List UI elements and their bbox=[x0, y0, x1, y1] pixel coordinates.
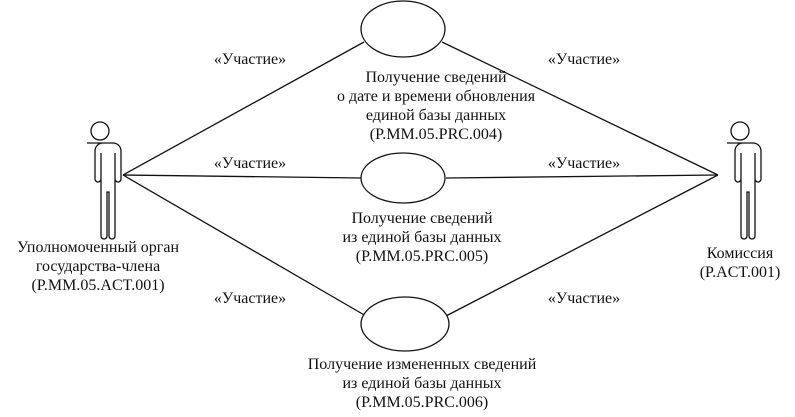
association-label: «Участие» bbox=[213, 290, 287, 307]
use-case-label-004: Получение сведений о дате и времени обно… bbox=[337, 68, 535, 144]
actor-code: (P.ACT.001) bbox=[699, 264, 781, 281]
association-line bbox=[122, 174, 367, 317]
use-case-label-005: Получение сведений из единой базы данных… bbox=[342, 209, 501, 266]
association-line bbox=[122, 41, 365, 176]
use-case-line: Получение сведений bbox=[365, 69, 507, 86]
association-line bbox=[122, 174, 362, 179]
use-case-line: из единой базы данных bbox=[342, 375, 502, 392]
use-case-line: Получение измененных сведений bbox=[307, 356, 537, 373]
actor-code: (P.MM.05.ACT.001) bbox=[31, 277, 165, 294]
use-case-line: единой базы данных bbox=[365, 107, 507, 124]
use-case-ellipse-006[interactable] bbox=[360, 296, 450, 352]
use-case-ellipse-004[interactable] bbox=[360, 0, 446, 58]
use-case-line: из единой базы данных bbox=[342, 229, 502, 246]
actor-name: Уполномоченный орган bbox=[16, 239, 180, 256]
association-line bbox=[441, 41, 719, 176]
use-case-line: Получение сведений bbox=[351, 210, 493, 227]
use-case-ellipse-005[interactable] bbox=[360, 152, 446, 204]
association-label: «Участие» bbox=[213, 51, 287, 68]
use-case-label-006: Получение измененных сведений из единой … bbox=[308, 355, 537, 412]
actor-name: государства-члена bbox=[35, 258, 161, 275]
actor-icon[interactable] bbox=[727, 121, 762, 240]
actor-label-commission: Комиссия (P.ACT.001) bbox=[700, 244, 781, 282]
use-case-line: о дате и времени обновления bbox=[336, 88, 536, 105]
use-case-line: (P.MM.05.PRC.005) bbox=[355, 248, 489, 265]
use-case-line: (P.MM.05.PRC.004) bbox=[369, 126, 503, 143]
use-case-line: (P.MM.05.PRC.006) bbox=[355, 394, 489, 411]
association-label: «Участие» bbox=[547, 51, 621, 68]
actor-icon[interactable] bbox=[87, 121, 122, 240]
association-label: «Участие» bbox=[547, 155, 621, 172]
association-label: «Участие» bbox=[213, 155, 287, 172]
actor-name: Комиссия bbox=[706, 245, 774, 262]
association-line bbox=[445, 174, 719, 317]
association-line bbox=[445, 174, 719, 179]
actor-label-authorized-body: Уполномоченный орган государства-члена (… bbox=[17, 238, 179, 295]
association-label: «Участие» bbox=[547, 290, 621, 307]
